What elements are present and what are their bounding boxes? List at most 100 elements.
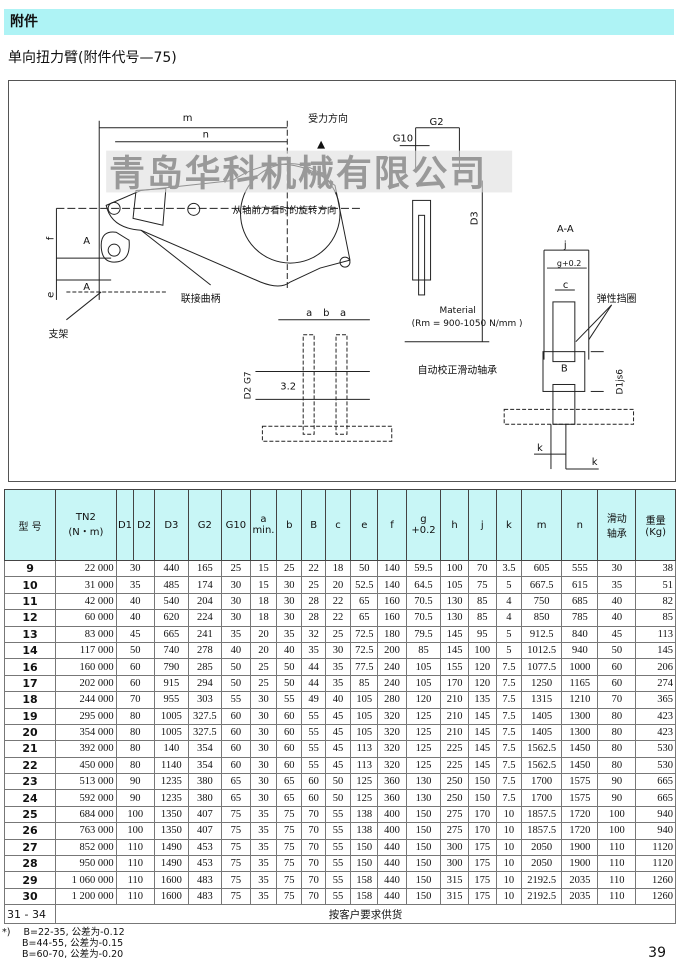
- table-cell: 110: [115, 887, 155, 906]
- table-cell: 240: [377, 658, 407, 676]
- table-cell: 145: [467, 740, 497, 758]
- table-cell: 7.5: [495, 691, 522, 709]
- table-cell: 175: [467, 887, 497, 906]
- table-cell: 320: [377, 707, 407, 725]
- column-header: 型 号: [3, 489, 57, 561]
- table-cell: 65: [220, 789, 251, 807]
- table-cell: 70: [301, 887, 326, 906]
- column-header: 滑动 轴承: [597, 489, 637, 561]
- table-cell: 79.5: [405, 625, 442, 643]
- table-cell: 30: [249, 756, 278, 775]
- table-cell: 150: [405, 838, 442, 857]
- section-title-bar: 附件: [4, 9, 674, 35]
- table-cell: 150: [350, 838, 379, 857]
- table-cell: 278: [187, 641, 222, 660]
- table-cell: 60: [597, 658, 637, 676]
- table-cell: 28: [301, 592, 326, 611]
- table-cell: 158: [350, 887, 379, 906]
- table-cell: 244 000: [55, 691, 117, 709]
- table-cell: 130: [440, 609, 469, 627]
- table-cell: 615: [561, 576, 599, 594]
- column-header: g +0.2: [405, 489, 442, 561]
- table-cell: 592 000: [55, 789, 117, 807]
- table-cell: 35: [324, 658, 352, 676]
- roughness-label: 3.2: [280, 381, 296, 392]
- dim-n-label: n: [203, 130, 209, 141]
- table-cell: 40: [276, 641, 303, 660]
- table-cell: 22: [324, 592, 352, 611]
- table-cell: 1235: [153, 789, 189, 807]
- table-cell: 150: [405, 871, 442, 889]
- table-cell: 175: [467, 871, 497, 889]
- table-cell: 440: [377, 887, 407, 906]
- table-cell: 28: [3, 855, 57, 873]
- table-cell: 320: [377, 723, 407, 742]
- table-cell: 60: [220, 756, 251, 775]
- table-cell: 82: [635, 592, 676, 611]
- table-cell: 60: [276, 723, 303, 742]
- table-cell: 125: [405, 723, 442, 742]
- dim-d1-label: D1js6: [616, 369, 626, 395]
- table-cell: 45: [597, 625, 637, 643]
- table-cell: 360: [377, 773, 407, 791]
- table-cell: 10: [495, 871, 522, 889]
- column-header: TN2 (N・m): [55, 489, 117, 561]
- table-cell: 50: [115, 641, 155, 660]
- table-cell: 20: [249, 641, 278, 660]
- table-cell: 70: [301, 805, 326, 824]
- table-cell: 2192.5: [520, 871, 563, 889]
- table-cell: 70: [301, 822, 326, 840]
- table-cell: 785: [561, 609, 599, 627]
- table-cell: 9: [3, 559, 57, 578]
- table-cell: 72.5: [350, 641, 379, 660]
- table-cell: 35: [324, 674, 352, 693]
- table-cell: 10: [495, 887, 522, 906]
- table-cell: 105: [350, 691, 379, 709]
- table-cell: 1000: [561, 658, 599, 676]
- dim-a-label: a: [306, 308, 312, 319]
- table-cell: 113: [350, 740, 379, 758]
- table-cell: 7.5: [495, 740, 522, 758]
- table-cell: 210: [440, 707, 469, 725]
- column-header: j: [467, 489, 497, 561]
- table-cell: 1490: [153, 855, 189, 873]
- table-cell: 60: [597, 674, 637, 693]
- table-cell: 7.5: [495, 723, 522, 742]
- table-cell: 1260: [635, 887, 676, 906]
- table-cell: 1450: [561, 740, 599, 758]
- table-cell: 113: [635, 625, 676, 643]
- table-cell: 10: [495, 822, 522, 840]
- table-cell: 22: [301, 559, 326, 578]
- circlip-label: 弹性挡圈: [597, 292, 637, 305]
- table-cell: 7.5: [495, 658, 522, 676]
- table-cell: 1 200 000: [55, 887, 117, 906]
- table-cell: 55: [301, 723, 326, 742]
- table-cell: 145: [467, 723, 497, 742]
- table-cell: 2050: [520, 838, 563, 857]
- table-cell: 50: [276, 674, 303, 693]
- crank-label: 联接曲柄: [181, 292, 221, 305]
- table-cell: 70: [301, 871, 326, 889]
- table-cell: 165: [187, 559, 222, 578]
- table-cell: 60: [220, 707, 251, 725]
- table-cell: 110: [597, 871, 637, 889]
- table-cell: 80: [115, 740, 155, 758]
- table-cell: 1300: [561, 723, 599, 742]
- table-cell: 2035: [561, 871, 599, 889]
- table-cell: 35: [301, 641, 326, 660]
- table-cell: 65: [350, 592, 379, 611]
- rotation-direction-label: 从轴前方看时的旋转方向: [233, 204, 337, 216]
- table-cell: 354: [187, 756, 222, 775]
- dim-d3-label: D3: [469, 211, 480, 225]
- table-cell: 1720: [561, 822, 599, 840]
- table-cell: 453: [187, 838, 222, 857]
- table-cell: 64.5: [405, 576, 442, 594]
- table-cell: 45: [324, 740, 352, 758]
- table-cell: 5: [495, 576, 522, 594]
- table-cell: 160: [377, 592, 407, 611]
- table-cell: 40: [597, 592, 637, 611]
- table-cell: 65: [276, 789, 303, 807]
